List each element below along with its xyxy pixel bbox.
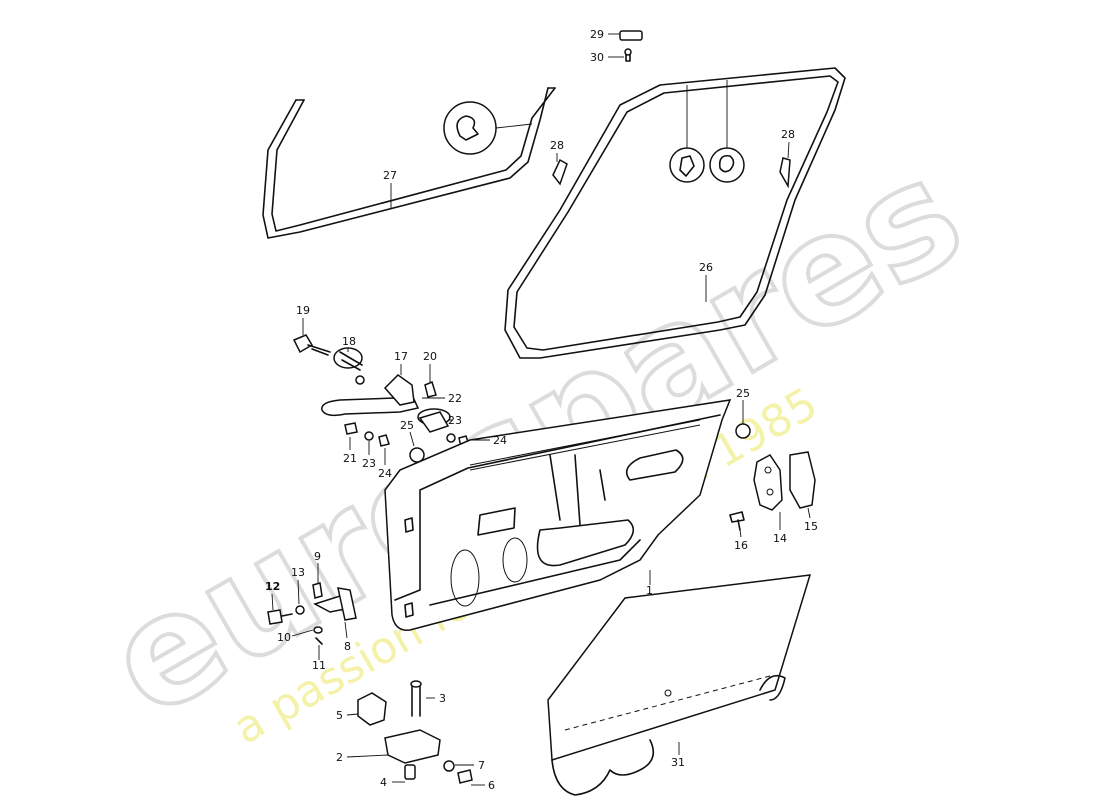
part-9-13-check-strap <box>267 582 357 645</box>
part-14-15-16-hinge-plates <box>729 451 816 531</box>
callout-24-left: 24 <box>378 467 392 480</box>
callout-29: 29 <box>590 28 604 41</box>
callout-8: 8 <box>344 640 351 653</box>
callout-4: 4 <box>380 776 387 789</box>
callout-19: 19 <box>296 304 310 317</box>
callout-10: 10 <box>277 631 291 644</box>
callout-15: 15 <box>804 520 818 533</box>
part-26-window-frame-seal <box>504 67 846 359</box>
callout-7: 7 <box>478 759 485 772</box>
callout-31: 31 <box>671 756 685 769</box>
callout-13: 13 <box>291 566 305 579</box>
part-18-19-key-lock <box>292 334 365 385</box>
callout-21: 21 <box>343 452 357 465</box>
callout-2: 2 <box>336 751 343 764</box>
callout-22: 22 <box>448 392 462 405</box>
callout-18: 18 <box>342 335 356 348</box>
callout-14: 14 <box>773 532 787 545</box>
callout-27: 27 <box>383 169 397 182</box>
callout-3: 3 <box>439 692 446 705</box>
callout-11: 11 <box>312 659 326 672</box>
callout-17: 17 <box>394 350 408 363</box>
part-1-door-shell <box>384 399 732 631</box>
callout-6: 6 <box>488 779 495 792</box>
part-2-7-hinge <box>357 680 473 784</box>
callout-24-right: 24 <box>493 434 507 447</box>
callout-20: 20 <box>423 350 437 363</box>
callout-28-left: 28 <box>550 139 564 152</box>
callout-23-left: 23 <box>362 457 376 470</box>
callout-16: 16 <box>734 539 748 552</box>
callout-12: 12 <box>265 580 280 593</box>
callout-30: 30 <box>590 51 604 64</box>
callout-9: 9 <box>314 550 321 563</box>
callout-23-right: 23 <box>448 414 462 427</box>
callout-25-left: 25 <box>400 419 414 432</box>
part-28-clips <box>552 157 791 189</box>
callout-25-right: 25 <box>736 387 750 400</box>
part-31-door-trim-panel <box>547 574 812 796</box>
callout-28-right: 28 <box>781 128 795 141</box>
callout-26: 26 <box>699 261 713 274</box>
part-27-seal-strip <box>262 87 556 239</box>
callout-labels: 29 30 27 28 28 26 19 18 17 20 22 23 24 2… <box>265 28 818 792</box>
callout-1: 1 <box>646 584 653 597</box>
callout-5: 5 <box>336 709 343 722</box>
part-29-30-cap-screw <box>619 30 643 62</box>
leader-lines <box>271 33 811 786</box>
